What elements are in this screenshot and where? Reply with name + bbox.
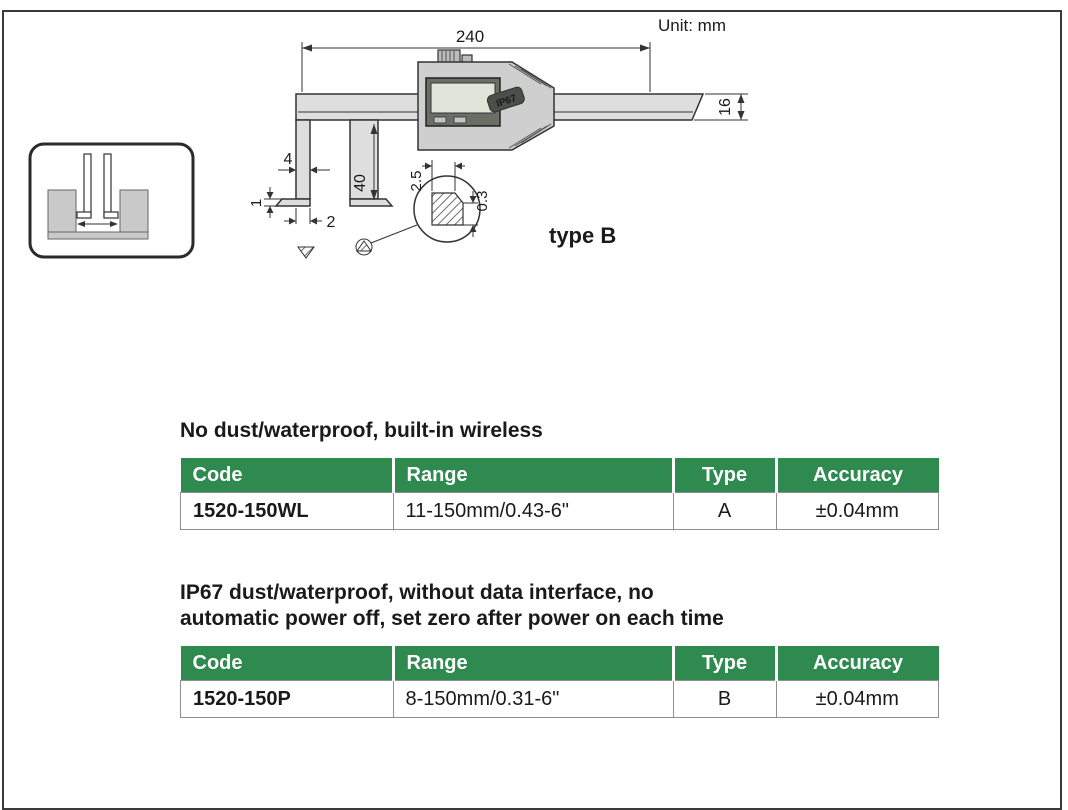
- table-row: 1520-150P 8-150mm/0.31-6" B ±0.04mm: [180, 680, 939, 718]
- dim-40: 40: [352, 124, 378, 200]
- cell-range: 8-150mm/0.31-6": [392, 680, 674, 718]
- table-header-row: Code Range Type Accuracy: [180, 646, 939, 681]
- inset-jaw-left: [83, 153, 92, 217]
- heading-line: automatic power off, set zero after powe…: [180, 607, 724, 630]
- heading-line: IP67 dust/waterproof, without data inter…: [180, 581, 654, 604]
- workpiece-bottom: [47, 231, 149, 240]
- spec-tables-area: No dust/waterproof, built-in wireless Co…: [180, 418, 939, 718]
- cell-accuracy: ±0.04mm: [775, 680, 939, 718]
- ip67-badge: IP67: [486, 86, 525, 113]
- svg-text:0.3: 0.3: [474, 191, 491, 212]
- dim-2-5: 2.5: [408, 160, 465, 191]
- dim-0-3: 0.3: [463, 191, 491, 237]
- section-marks: [297, 224, 418, 259]
- fixed-jaw: [274, 119, 311, 207]
- dim-2: 2: [284, 208, 336, 231]
- section-heading: No dust/waterproof, built-in wireless: [180, 418, 900, 444]
- spec-table: Code Range Type Accuracy 1520-150P 8-150…: [180, 646, 939, 718]
- col-header-type: Type: [671, 458, 776, 493]
- unit-label: Unit: mm: [658, 16, 726, 35]
- table-row: 1520-150WL 11-150mm/0.43-6" A ±0.04mm: [180, 492, 939, 530]
- cell-type: A: [672, 492, 777, 530]
- dim-240: 240: [301, 27, 651, 92]
- col-header-accuracy: Accuracy: [774, 458, 939, 493]
- dim-4: 4: [278, 151, 330, 174]
- col-header-type: Type: [671, 646, 776, 681]
- cell-type: B: [672, 680, 777, 718]
- button-right: [453, 116, 467, 124]
- workpiece-right: [119, 189, 149, 233]
- col-header-range: Range: [391, 646, 673, 681]
- col-header-range: Range: [391, 458, 673, 493]
- table-header-row: Code Range Type Accuracy: [180, 458, 939, 493]
- svg-text:40: 40: [352, 174, 369, 192]
- svg-text:240: 240: [456, 27, 484, 46]
- cell-code: 1520-150WL: [180, 492, 394, 530]
- spec-table: Code Range Type Accuracy 1520-150WL 11-1…: [180, 458, 939, 530]
- cell-accuracy: ±0.04mm: [775, 492, 939, 530]
- col-header-code: Code: [180, 458, 393, 493]
- display-housing: IP67: [417, 49, 555, 151]
- svg-text:2.5: 2.5: [408, 171, 425, 192]
- button-left: [433, 116, 447, 124]
- svg-text:2: 2: [327, 214, 336, 231]
- inset-jaw-right: [103, 153, 112, 217]
- cell-range: 11-150mm/0.43-6": [392, 492, 674, 530]
- caliper-technical-drawing: Unit: mm IP67: [28, 16, 748, 259]
- svg-text:1: 1: [248, 199, 265, 207]
- section-wireless: No dust/waterproof, built-in wireless Co…: [180, 418, 939, 530]
- dim-16: 16: [694, 93, 748, 121]
- dim-1: 1: [248, 187, 282, 218]
- svg-text:16: 16: [717, 98, 734, 116]
- section-heading: IP67 dust/waterproof, without data inter…: [180, 580, 900, 632]
- application-inset: [28, 142, 195, 259]
- col-header-code: Code: [180, 646, 393, 681]
- workpiece-left: [47, 189, 77, 233]
- section-ip67: IP67 dust/waterproof, without data inter…: [180, 580, 939, 718]
- svg-text:4: 4: [284, 151, 293, 168]
- type-label: type B: [549, 223, 616, 248]
- heading-line: No dust/waterproof, built-in wireless: [180, 419, 543, 442]
- cell-code: 1520-150P: [180, 680, 394, 718]
- col-header-accuracy: Accuracy: [774, 646, 939, 681]
